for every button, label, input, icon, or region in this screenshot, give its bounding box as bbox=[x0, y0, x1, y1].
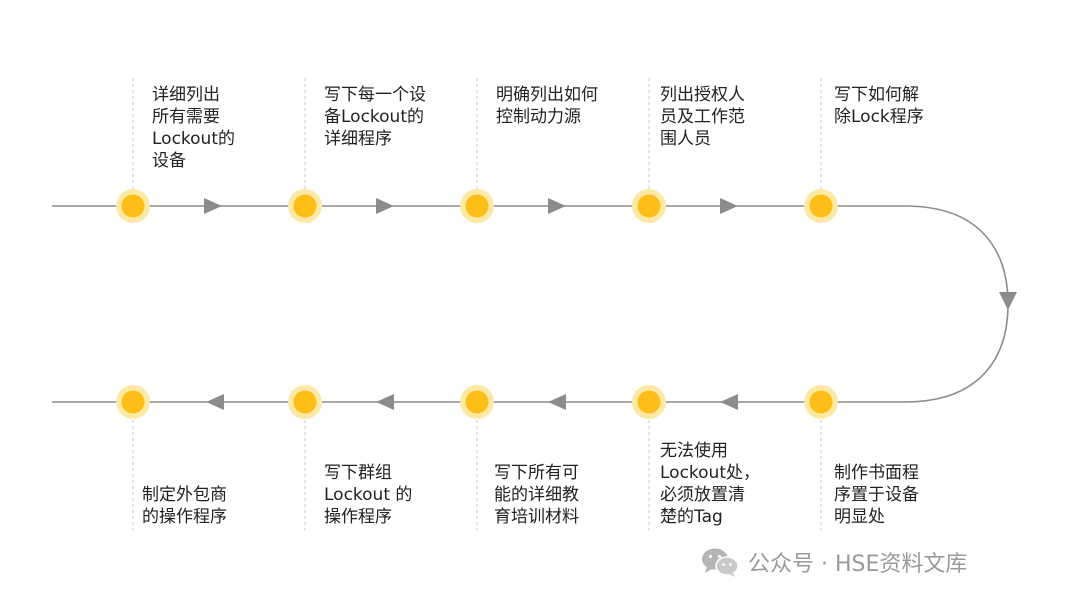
step-node-top-4 bbox=[632, 189, 666, 223]
step-nodes bbox=[116, 189, 838, 419]
arrow-right-3 bbox=[548, 198, 566, 214]
arrow-right-4 bbox=[720, 198, 738, 214]
step-node-bottom-1 bbox=[116, 385, 150, 419]
step-node-top-5 bbox=[804, 189, 838, 223]
step-node-bottom-3 bbox=[460, 385, 494, 419]
node-core bbox=[293, 390, 317, 414]
step-label-top-1: 详细列出 所有需要 Lockout的 设备 bbox=[152, 85, 235, 171]
node-core bbox=[637, 390, 661, 414]
connector-lines bbox=[52, 205, 1009, 403]
step-node-top-1 bbox=[116, 189, 150, 223]
node-core bbox=[637, 194, 661, 218]
arrow-right-2 bbox=[376, 198, 394, 214]
step-label-bottom-5: 制作书面程 序置于设备 明显处 bbox=[834, 463, 919, 527]
dashed-leaders bbox=[132, 78, 822, 532]
node-core bbox=[293, 194, 317, 218]
step-label-top-4: 列出授权人 员及工作范 围人员 bbox=[660, 85, 745, 149]
arrow-down bbox=[999, 292, 1017, 310]
node-core bbox=[121, 194, 145, 218]
node-core bbox=[465, 390, 489, 414]
node-core bbox=[121, 390, 145, 414]
watermark: 公众号 · HSE资料文库 bbox=[700, 546, 967, 578]
return-curve bbox=[904, 205, 1009, 403]
step-label-top-3: 明确列出如何 控制动力源 bbox=[496, 85, 598, 127]
node-core bbox=[809, 194, 833, 218]
step-node-bottom-5 bbox=[804, 385, 838, 419]
watermark-text: 公众号 · HSE资料文库 bbox=[748, 552, 968, 577]
step-node-top-3 bbox=[460, 189, 494, 223]
wechat-icon bbox=[702, 548, 739, 577]
arrow-left-2 bbox=[376, 394, 394, 410]
step-node-bottom-4 bbox=[632, 385, 666, 419]
step-label-bottom-4: 无法使用 Lockout处， 必须放置清 楚的Tag bbox=[660, 441, 760, 527]
step-label-bottom-2: 写下群组 Lockout 的 操作程序 bbox=[324, 463, 413, 527]
flow-arrows bbox=[204, 198, 1017, 410]
step-label-bottom-3: 写下所有可 能的详细教 育培训材料 bbox=[494, 463, 579, 527]
node-core bbox=[465, 194, 489, 218]
step-label-top-5: 写下如何解 除Lock程序 bbox=[834, 85, 924, 127]
arrow-left-3 bbox=[548, 394, 566, 410]
node-core bbox=[809, 390, 833, 414]
step-node-top-2 bbox=[288, 189, 322, 223]
arrow-right-1 bbox=[204, 198, 222, 214]
step-node-bottom-2 bbox=[288, 385, 322, 419]
arrow-left-4 bbox=[720, 394, 738, 410]
step-label-top-2: 写下每一个设 备Lockout的 详细程序 bbox=[324, 85, 426, 149]
arrow-left-1 bbox=[206, 394, 224, 410]
step-label-bottom-1: 制定外包商 的操作程序 bbox=[142, 485, 227, 527]
